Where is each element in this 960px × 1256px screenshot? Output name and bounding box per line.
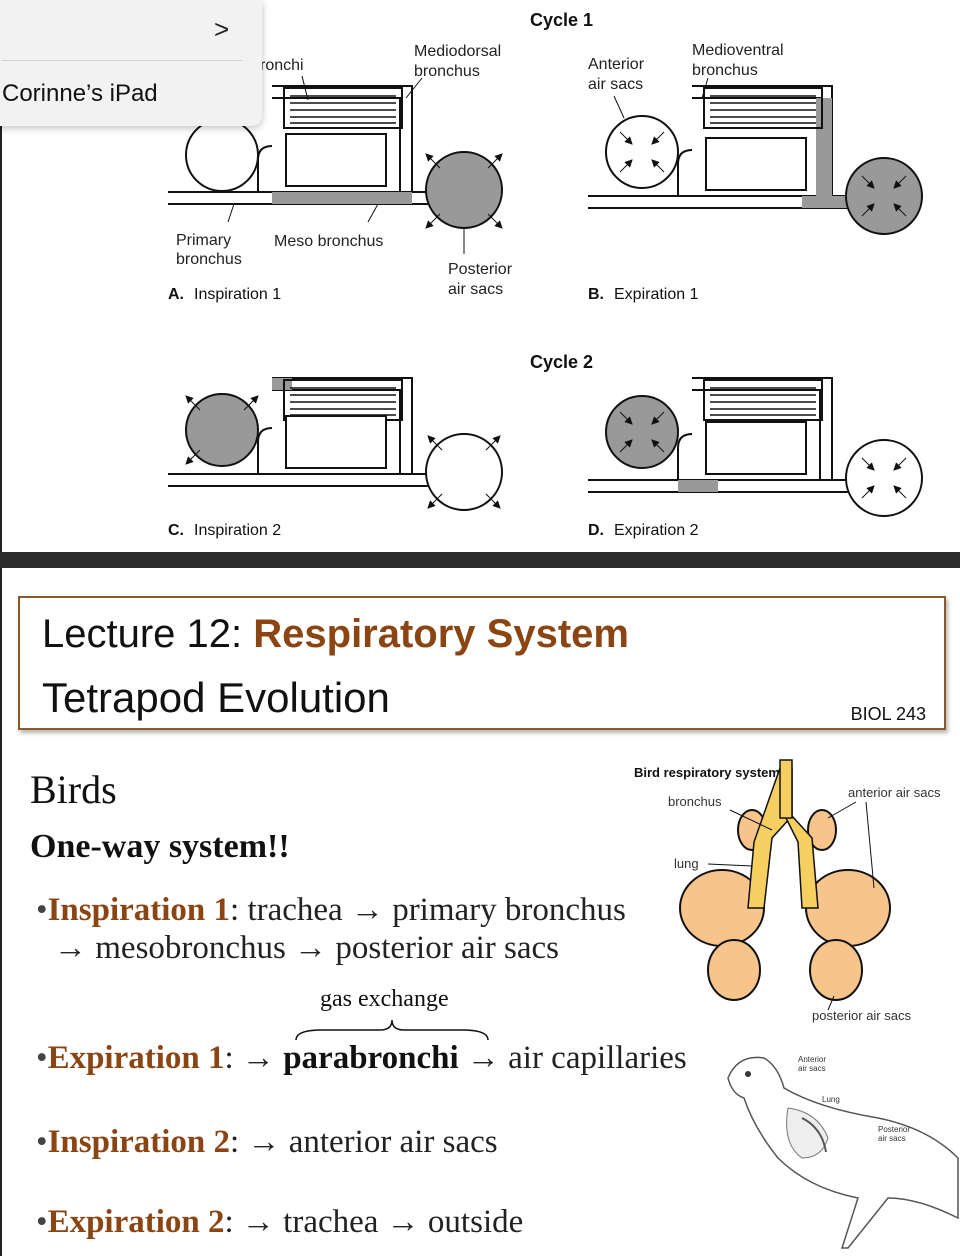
- slide-subtitle: Tetrapod Evolution: [42, 674, 390, 721]
- panel-inspiration-1: [168, 75, 503, 254]
- one-way-heading: One-way system!!: [30, 828, 290, 865]
- device-name[interactable]: Corinne’s iPad: [2, 80, 158, 107]
- cycle1-label: Cycle 1: [530, 10, 593, 30]
- label-posterior: Posterior: [448, 261, 513, 278]
- bullet-text: : trachea → primary bronchus: [230, 892, 626, 928]
- bullet-label: Inspiration 1: [47, 892, 231, 928]
- label-medioventral-2: bronchus: [692, 62, 758, 79]
- sidecar-device-popup[interactable]: > Corinne’s iPad: [0, 0, 262, 126]
- title-box: Lecture 12: Respiratory System Tetrapod …: [18, 596, 946, 730]
- title-prefix: Lecture 12:: [42, 612, 254, 656]
- label-anterior: Anterior: [588, 56, 645, 73]
- bullet-inspiration-2: •Inspiration 2: → anterior air sacs: [36, 1124, 498, 1160]
- pigeon-anterior-label: Anterior: [798, 1055, 826, 1064]
- figure-bronchus-label: bronchus: [668, 794, 722, 809]
- lecture-slide: Lecture 12: Respiratory System Tetrapod …: [0, 568, 960, 1256]
- label-primary-2: bronchus: [176, 251, 242, 268]
- gas-exchange-label: gas exchange: [320, 986, 449, 1012]
- bullet-label: Expiration 1: [47, 1040, 225, 1076]
- chevron-right-icon[interactable]: >: [214, 14, 230, 44]
- panel-b-text: Expiration 1: [614, 286, 699, 303]
- panel-c-letter: C.: [168, 522, 184, 539]
- panel-inspiration-2: [168, 377, 503, 511]
- bullet-text-2: → air capillaries: [466, 1040, 687, 1076]
- label-meso: Meso bronchus: [274, 233, 383, 250]
- pigeon-posterior-label-2: air sacs: [878, 1134, 906, 1143]
- panel-d-text: Expiration 2: [614, 522, 699, 539]
- title-highlight: Respiratory System: [253, 612, 629, 656]
- figure-lung-label: lung: [674, 856, 699, 871]
- bird-respiratory-figure: Bird respiratory system bronchus anterio…: [634, 759, 941, 1023]
- label-bronchi: ronchi: [260, 57, 304, 74]
- label-mediodorsal-2: bronchus: [414, 63, 480, 80]
- figure-anterior-label: anterior air sacs: [848, 785, 941, 800]
- bullet-expiration-1: •Expiration 1: → parabronchi → air capil…: [36, 1040, 687, 1076]
- label-posterior-2: air sacs: [448, 281, 503, 298]
- pigeon-figure: Anterior air sacs Lung Posterior air sac…: [727, 1055, 959, 1249]
- brace-icon: [295, 1019, 489, 1041]
- pigeon-lung-label: Lung: [822, 1095, 840, 1104]
- cycle-diagram-panel: Cycle 1 Cycle 2 Mediodorsal bronchus ron…: [0, 0, 960, 552]
- pigeon-anterior-label-2: air sacs: [798, 1064, 826, 1073]
- panel-expiration-2: [588, 377, 923, 517]
- panel-a-text: Inspiration 1: [194, 286, 281, 303]
- bullet-expiration-2: •Expiration 2: → trachea → outside: [36, 1204, 524, 1240]
- panel-b-letter: B.: [588, 286, 604, 303]
- label-anterior-2: air sacs: [588, 76, 643, 93]
- bullet-text: : → anterior air sacs: [230, 1124, 498, 1160]
- bullet-text: : →: [224, 1040, 275, 1076]
- panel-c-text: Inspiration 2: [194, 522, 281, 539]
- course-code: BIOL 243: [850, 704, 926, 724]
- bullet-inspiration-1-cont: → mesobronchus → posterior air sacs: [54, 930, 559, 966]
- panel-a-letter: A.: [168, 286, 184, 303]
- figure-title: Bird respiratory system: [634, 765, 780, 780]
- bullet-inspiration-1: •Inspiration 1: trachea → primary bronch…: [36, 892, 626, 928]
- popup-separator: [2, 60, 242, 61]
- bullet-label: Inspiration 2: [47, 1124, 231, 1160]
- bullet-text: : → trachea → outside: [224, 1204, 524, 1240]
- bullet-emphasis: parabronchi: [283, 1040, 459, 1076]
- label-mediodorsal: Mediodorsal: [414, 43, 501, 60]
- bullet-label: Expiration 2: [47, 1204, 225, 1240]
- slide-title: Lecture 12: Respiratory System: [42, 612, 629, 657]
- label-medioventral: Medioventral: [692, 42, 784, 59]
- panel-d-letter: D.: [588, 522, 604, 539]
- label-primary: Primary: [176, 232, 231, 249]
- section-heading: Birds: [30, 767, 117, 812]
- panel-expiration-1: [588, 77, 923, 235]
- air-flow-diagram: Cycle 1 Cycle 2 Mediodorsal bronchus ron…: [168, 10, 923, 539]
- cycle2-label: Cycle 2: [530, 352, 593, 372]
- figure-posterior-label: posterior air sacs: [812, 1008, 911, 1023]
- window-divider: [0, 552, 960, 568]
- pigeon-posterior-label: Posterior: [878, 1125, 910, 1134]
